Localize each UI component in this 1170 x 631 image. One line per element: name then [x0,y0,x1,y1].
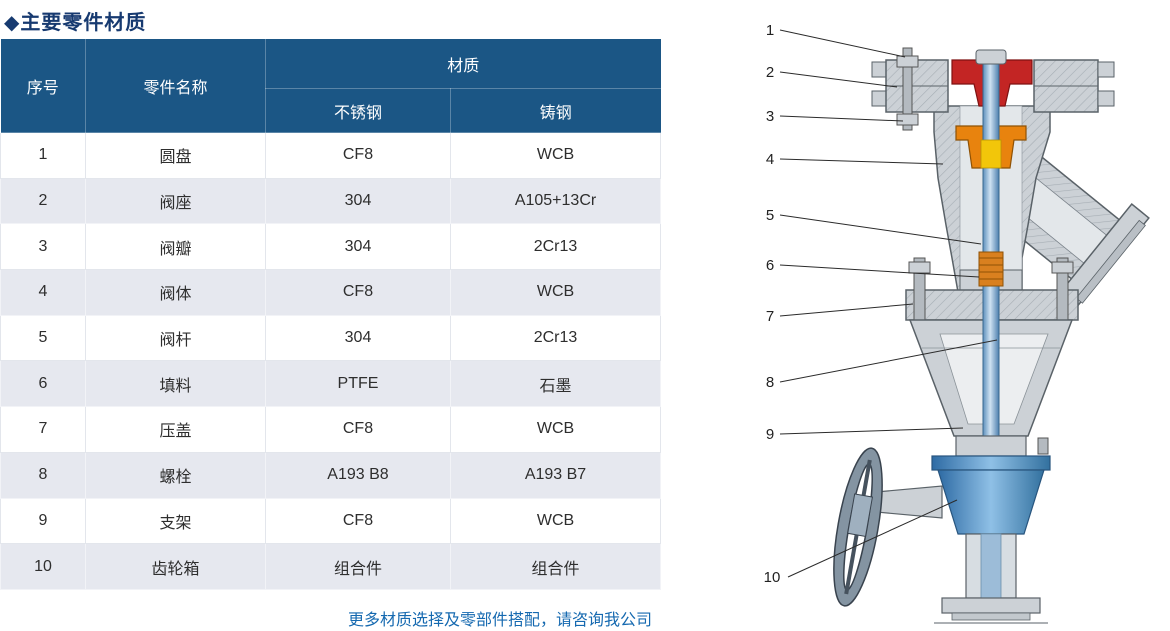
handwheel [833,447,943,607]
cell-no: 10 [0,543,86,590]
cell-no: 7 [0,406,86,453]
coupling-bolt [1037,437,1049,455]
valve-diagram: 1 2 3 4 5 6 7 8 9 10 [764,22,1150,624]
cell-stainless: 304 [265,177,451,225]
cell-cast-steel: WCB [449,406,662,453]
cell-cast-steel: 2Cr13 [449,314,662,362]
cell-part-name: 圆盘 [85,132,266,179]
cell-stainless: 304 [265,223,451,271]
callout-6: 6 [766,257,774,274]
col-header-part-name: 零件名称 [85,38,266,133]
cell-stainless: CF8 [265,406,451,453]
cell-part-name: 压盖 [85,406,266,453]
table-row: 9 支架 CF8 WCB [0,497,662,545]
col-header-no: 序号 [0,38,86,133]
cell-part-name: 填料 [85,360,266,408]
cell-part-name: 阀座 [85,177,266,225]
disc-core [980,139,1002,169]
cell-part-name: 齿轮箱 [85,543,266,590]
cell-part-name: 阀瓣 [85,223,266,271]
callout-1: 1 [766,22,774,39]
cell-stainless: CF8 [265,132,451,179]
cell-no: 3 [0,223,86,271]
col-header-cast-steel: 铸钢 [449,88,661,133]
gear-box [931,455,1051,624]
materials-table: 序号 零件名称 材质 不锈钢 铸钢 1 圆盘 CF8 WCB 2 阀座 304 … [0,38,662,590]
cell-no: 6 [0,360,86,408]
cell-part-name: 螺栓 [85,451,266,499]
cell-no: 8 [0,451,86,499]
cell-no: 4 [0,269,86,316]
cell-stainless: A193 B8 [265,451,451,499]
valve-stem [982,57,1000,439]
stem-packing [978,251,1004,287]
cell-no: 1 [0,132,86,179]
cell-stainless: CF8 [265,497,451,545]
table-row: 8 螺栓 A193 B8 A193 B7 [0,451,662,499]
cell-cast-steel: A193 B7 [449,451,662,499]
bonnet-bolt [896,47,919,131]
footnote-text: 更多材质选择及零部件搭配，请咨询我公司 [347,612,652,629]
callout-4: 4 [766,151,774,168]
top-flange [871,59,1115,113]
table-row: 3 阀瓣 304 2Cr13 [0,223,662,271]
cell-part-name: 支架 [85,497,266,545]
cell-no: 5 [0,314,86,362]
table-row: 5 阀杆 304 2Cr13 [0,314,662,362]
stem-cap [975,49,1007,65]
cell-part-name: 阀体 [85,269,266,316]
col-header-stainless: 不锈钢 [265,88,451,133]
cell-stainless: 304 [265,314,451,362]
table-row: 1 圆盘 CF8 WCB [0,132,662,179]
cell-no: 2 [0,177,86,225]
callout-8: 8 [766,374,774,391]
parts-table-body: 1 圆盘 CF8 WCB 2 阀座 304 A105+13Cr 3 阀瓣 304… [0,132,662,590]
table-row: 6 填料 PTFE 石墨 [0,360,662,408]
table-row: 2 阀座 304 A105+13Cr [0,177,662,225]
cell-stainless: CF8 [265,269,451,316]
callout-2: 2 [766,64,774,81]
cell-cast-steel: 组合件 [449,543,662,590]
cell-cast-steel: A105+13Cr [449,177,662,225]
callout-3: 3 [766,108,774,125]
table-row: 4 阀体 CF8 WCB [0,269,662,316]
callout-9: 9 [766,426,774,443]
cell-cast-steel: 石墨 [449,360,662,408]
table-row: 7 压盖 CF8 WCB [0,406,662,453]
callout-5: 5 [766,207,774,224]
cell-part-name: 阀杆 [85,314,266,362]
cell-cast-steel: 2Cr13 [449,223,662,271]
cell-cast-steel: WCB [449,497,662,545]
callout-numbers: 1 2 3 4 5 6 7 8 9 10 [764,22,781,586]
table-row: 10 齿轮箱 组合件 组合件 [0,543,662,590]
cell-cast-steel: WCB [449,132,662,179]
cell-stainless: PTFE [265,360,451,408]
cell-no: 9 [0,497,86,545]
cell-cast-steel: WCB [449,269,662,316]
cell-stainless: 组合件 [265,543,451,590]
callout-leader-lines [779,29,998,578]
callout-7: 7 [766,308,774,325]
callout-10: 10 [764,569,781,586]
stem-coupling [955,435,1027,457]
page-title: ◆主要零件材质 [4,12,147,34]
col-header-material: 材质 [264,38,661,89]
